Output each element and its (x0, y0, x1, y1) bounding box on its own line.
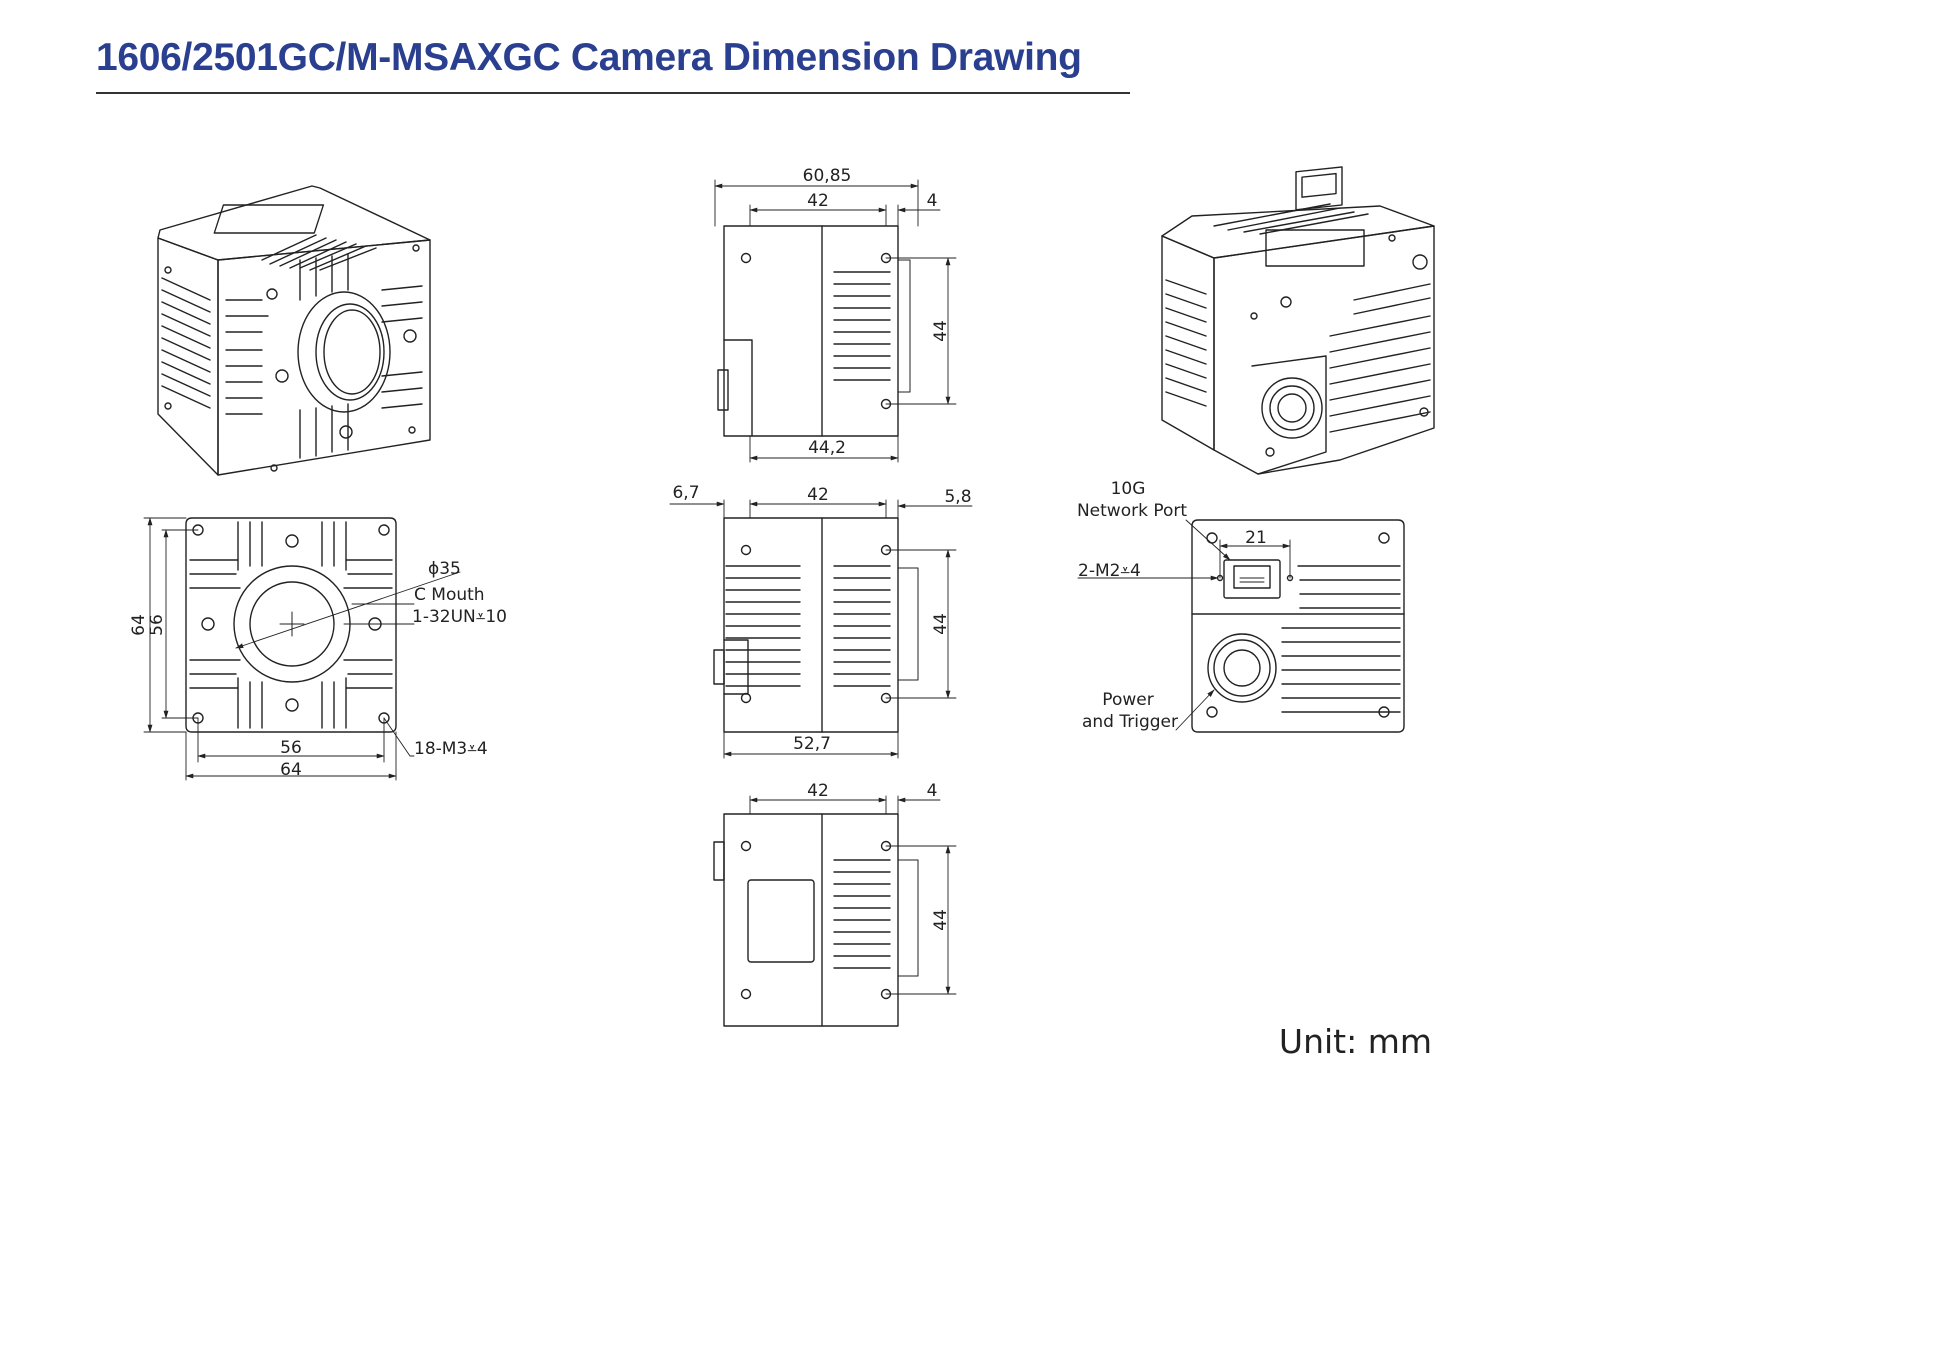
side-top-fins (833, 271, 891, 381)
iso-rear-view (1161, 166, 1435, 475)
dim-top-total: 60,85 (803, 166, 852, 186)
callout-holes: 18-M3⩡4 (414, 739, 488, 759)
callout-thread: 1-32UN⩡10 (412, 607, 507, 627)
callout-diameter: ϕ35 (428, 559, 461, 579)
dim-bottom-body: 42 (807, 781, 829, 801)
rear-side-fins (1165, 279, 1431, 433)
iso-front-view (157, 185, 431, 476)
callout-screws: 2-M2⩡4 (1078, 561, 1141, 581)
side-view-top (714, 179, 957, 463)
dim-front-inner-h: 56 (147, 614, 167, 636)
dim-front-inner-w: 56 (280, 738, 302, 758)
dim-top-height: 44 (931, 320, 951, 342)
dim-front-outer-h: 64 (129, 614, 149, 636)
callout-network-line1: 10G (1111, 479, 1146, 499)
dim-mid-left: 6,7 (672, 483, 699, 503)
dim-mid-body: 42 (807, 485, 829, 505)
callout-power-line2: and Trigger (1082, 712, 1178, 732)
side-mid-fins-left (725, 565, 801, 687)
front-fins (189, 521, 393, 729)
side-view-mid (669, 499, 973, 759)
dim-top-cap: 4 (927, 191, 938, 211)
side-view-bottom (713, 795, 957, 1027)
dim-bottom-height: 44 (931, 909, 951, 931)
side-bottom-fins (833, 859, 891, 969)
dim-bottom-cap: 4 (927, 781, 938, 801)
front-face-fins (225, 253, 423, 459)
rear-fins (1281, 565, 1401, 713)
dim-mid-bottom: 52,7 (793, 734, 831, 754)
dim-top-bottom: 44,2 (808, 438, 846, 458)
dim-mid-height: 44 (931, 613, 951, 635)
callout-mount: C Mouth (414, 585, 485, 605)
left-fins (161, 277, 211, 409)
dim-front-outer-w: 64 (280, 760, 302, 780)
dim-top-body: 42 (807, 191, 829, 211)
rear-top-fins (1213, 203, 1369, 235)
title-underline (96, 92, 1130, 94)
dim-port-spacing: 21 (1245, 528, 1267, 548)
callout-network-line2: Network Port (1077, 501, 1187, 521)
page-title: 1606/2501GC/M-MSAXGC Camera Dimension Dr… (96, 36, 1082, 79)
dim-mid-right: 5,8 (944, 487, 971, 507)
dimension-drawing: 64 56 56 64 ϕ35 C Mouth 1-32UN⩡10 18-M3⩡… (129, 166, 1435, 1061)
unit-label: Unit: mm (1279, 1022, 1432, 1061)
dimension-labels: 64 56 56 64 ϕ35 C Mouth 1-32UN⩡10 18-M3⩡… (129, 166, 1432, 1061)
side-mid-fins-right (833, 565, 891, 687)
rear-ortho-view (1077, 519, 1405, 733)
front-ortho-view (143, 517, 461, 781)
callout-power-line1: Power (1102, 690, 1153, 710)
top-fins (261, 234, 377, 271)
